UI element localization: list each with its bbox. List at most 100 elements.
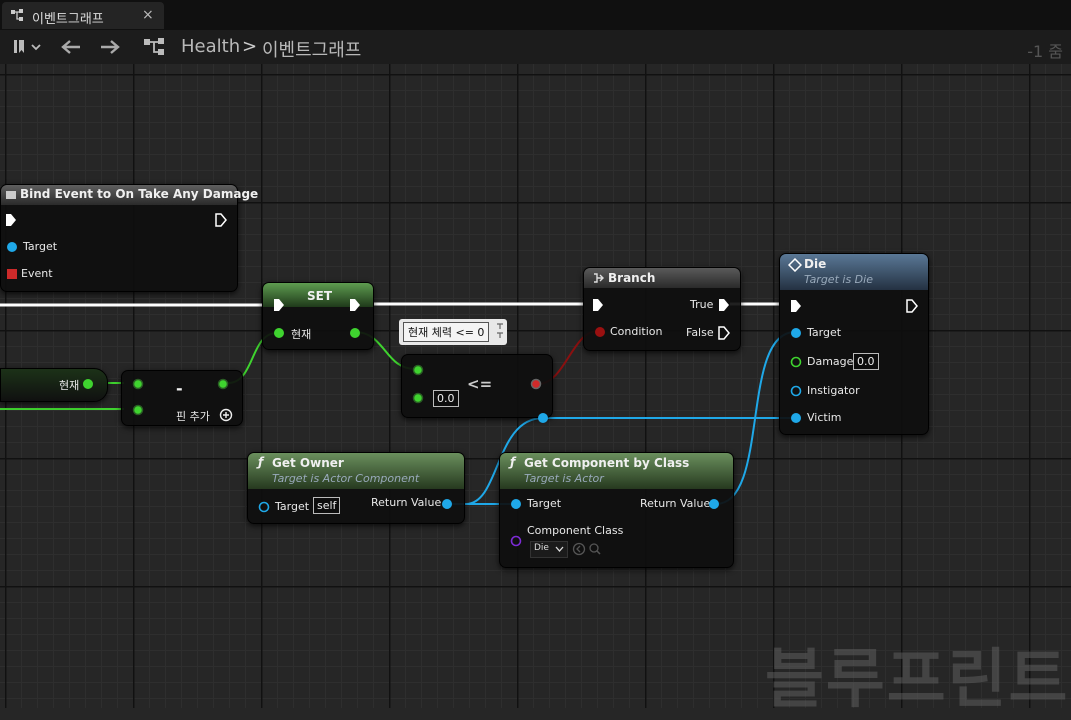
node-title: - bbox=[176, 379, 183, 398]
node-title: Get Component by Class bbox=[524, 456, 690, 470]
function-icon: ƒ bbox=[510, 455, 516, 469]
event-delegate-pin[interactable] bbox=[6, 268, 18, 280]
exec-out-pin[interactable] bbox=[349, 298, 361, 312]
node-title: Branch bbox=[608, 271, 656, 285]
return-value-pin[interactable] bbox=[441, 498, 453, 510]
class-dropdown[interactable]: Die bbox=[530, 541, 568, 558]
pin-label: Damage bbox=[807, 355, 854, 368]
breadcrumb-current: 이벤트그래프 bbox=[262, 40, 362, 61]
damage-pin[interactable] bbox=[790, 356, 802, 368]
function-icon: ƒ bbox=[258, 455, 264, 469]
exec-in-pin[interactable] bbox=[273, 298, 285, 312]
node-title: Get Owner bbox=[272, 456, 344, 470]
pin-label: True bbox=[690, 298, 714, 311]
search-icon[interactable] bbox=[588, 542, 602, 556]
bool-out-pin[interactable] bbox=[530, 378, 542, 390]
exec-true-pin[interactable] bbox=[718, 298, 730, 312]
exec-out-pin[interactable] bbox=[215, 213, 227, 227]
chevron-down-icon bbox=[555, 546, 564, 552]
zoom-level: -1 줌 bbox=[1027, 42, 1063, 61]
node-subtitle: Target is Actor Component bbox=[272, 472, 420, 485]
value-field[interactable]: 0.0 bbox=[433, 390, 459, 407]
return-value-pin[interactable] bbox=[708, 498, 720, 510]
float-in-pin[interactable] bbox=[273, 327, 285, 339]
float-out-pin[interactable] bbox=[349, 327, 361, 339]
less-equal-node[interactable]: 0.0 <= bbox=[401, 354, 553, 418]
bookmark-dropdown-icon[interactable] bbox=[12, 39, 42, 55]
pin-label: Component Class bbox=[527, 524, 624, 537]
pin-label: Instigator bbox=[807, 384, 860, 397]
class-dropdown-value: Die bbox=[534, 543, 549, 553]
pin-label: 현재 bbox=[291, 328, 312, 341]
pin-label: False bbox=[686, 326, 714, 339]
tab-label: 이벤트그래프 bbox=[32, 12, 104, 27]
graph-icon bbox=[11, 9, 23, 21]
pin-label: Target bbox=[807, 326, 842, 339]
tab-bar: 이벤트그래프 × bbox=[0, 0, 1071, 30]
pin-label: Target bbox=[275, 500, 310, 513]
blueprint-watermark: 블루프린트 bbox=[765, 643, 1070, 717]
graph-icon bbox=[144, 38, 164, 55]
target-pin[interactable] bbox=[258, 501, 270, 513]
forward-arrow-icon[interactable] bbox=[99, 39, 121, 55]
node-subtitle: Target is Die bbox=[804, 273, 873, 286]
pin-label: Target bbox=[23, 240, 58, 253]
subtract-node[interactable]: - 핀 추가 bbox=[121, 370, 243, 426]
node-title: Die bbox=[804, 257, 827, 271]
target-value-field[interactable]: self bbox=[313, 497, 341, 514]
pin-label: Event bbox=[21, 267, 53, 280]
target-pin[interactable] bbox=[790, 327, 802, 339]
branch-node[interactable]: Branch True Condition False bbox=[583, 267, 741, 351]
get-owner-node[interactable]: ƒ Get Owner Target is Actor Component Ta… bbox=[247, 452, 465, 524]
exec-in-pin[interactable] bbox=[790, 299, 802, 313]
die-node[interactable]: Die Target is Die Target Damage 0.0 Inst… bbox=[779, 253, 929, 435]
exec-in-pin[interactable] bbox=[5, 213, 17, 227]
reroute-node[interactable] bbox=[537, 412, 549, 424]
back-arrow-icon[interactable] bbox=[60, 39, 82, 55]
pin-label: Return Value bbox=[371, 496, 442, 509]
variable-get-node[interactable]: 현재 bbox=[0, 368, 108, 402]
set-node[interactable]: SET 현재 bbox=[262, 282, 374, 350]
instigator-pin[interactable] bbox=[790, 385, 802, 397]
float-in-pin[interactable] bbox=[412, 364, 424, 376]
use-selected-icon[interactable] bbox=[572, 542, 586, 556]
comment-tooltip: 현재 체력 <= 0 bbox=[399, 319, 507, 345]
graph-canvas[interactable]: Bind Event to On Take Any Damage Target … bbox=[0, 64, 1071, 708]
graph-toolbar: Health > 이벤트그래프 -1 줌 bbox=[0, 30, 1071, 64]
node-title: Bind Event to On Take Any Damage bbox=[20, 187, 259, 201]
node-subtitle: Target is Actor bbox=[524, 472, 604, 485]
float-in-pin[interactable] bbox=[132, 378, 144, 390]
float-in-pin[interactable] bbox=[412, 392, 424, 404]
float-out-pin[interactable] bbox=[217, 378, 229, 390]
exec-false-pin[interactable] bbox=[718, 326, 730, 340]
add-pin-label[interactable]: 핀 추가 bbox=[176, 410, 210, 423]
target-pin[interactable] bbox=[510, 498, 522, 510]
class-pin[interactable] bbox=[510, 535, 522, 547]
damage-value-field[interactable]: 0.0 bbox=[853, 353, 879, 370]
event-diamond-icon bbox=[788, 258, 802, 272]
float-in-pin[interactable] bbox=[132, 404, 144, 416]
exec-in-pin[interactable] bbox=[592, 298, 604, 312]
bool-in-pin[interactable] bbox=[594, 326, 606, 338]
variable-label: 현재 bbox=[59, 379, 80, 392]
bind-event-node[interactable]: Bind Event to On Take Any Damage Target … bbox=[0, 184, 258, 292]
tab-event-graph[interactable]: 이벤트그래프 × bbox=[2, 2, 164, 29]
pin-label: Victim bbox=[807, 411, 842, 424]
node-title: SET bbox=[307, 289, 333, 303]
float-out-pin[interactable] bbox=[82, 378, 94, 390]
close-icon[interactable]: × bbox=[142, 7, 154, 23]
pin-label: Target bbox=[527, 497, 562, 510]
tooltip-text: 현재 체력 <= 0 bbox=[403, 322, 490, 342]
pin-label: Return Value bbox=[640, 497, 711, 510]
node-title: <= bbox=[467, 375, 493, 393]
breadcrumb-separator: > bbox=[242, 36, 258, 57]
pin-label: Condition bbox=[610, 325, 663, 338]
pin-toggle-icon[interactable] bbox=[495, 321, 505, 341]
breadcrumb-root[interactable]: Health bbox=[181, 36, 241, 57]
add-pin-icon[interactable] bbox=[219, 408, 233, 422]
victim-pin[interactable] bbox=[790, 412, 802, 424]
get-component-by-class-node[interactable]: ƒ Get Component by Class Target is Actor… bbox=[499, 452, 734, 568]
branch-icon bbox=[594, 273, 604, 283]
target-pin[interactable] bbox=[6, 241, 18, 253]
exec-out-pin[interactable] bbox=[906, 299, 918, 313]
